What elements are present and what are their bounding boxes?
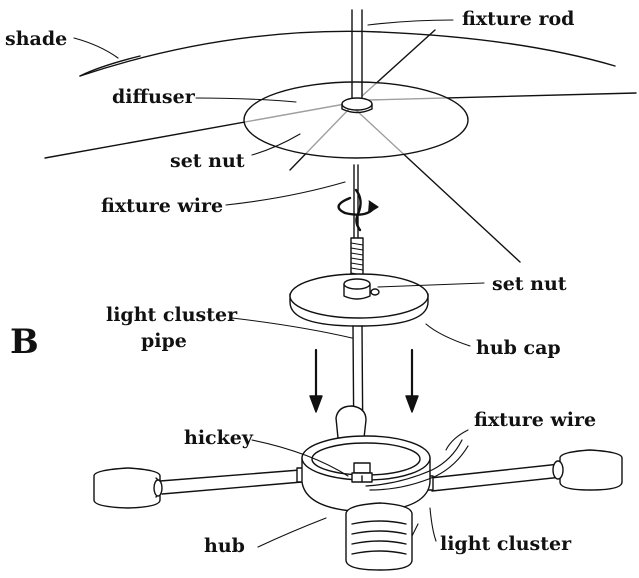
fixture-rod <box>351 9 363 99</box>
upper-set-nut <box>341 97 373 114</box>
panel-letter: B <box>10 322 39 362</box>
rotation-arrow-icon <box>337 188 379 232</box>
down-arrow-right-icon <box>405 348 419 413</box>
right-socket <box>552 449 623 491</box>
label-light-cluster-pipe-line2: pipe <box>141 330 187 352</box>
left-socket <box>93 467 163 509</box>
back-socket <box>335 405 367 439</box>
down-arrow-left-icon <box>309 348 323 413</box>
label-fixture-wire-upper: fixture wire <box>101 195 223 217</box>
hickey <box>351 462 373 483</box>
hub-cap <box>289 273 429 327</box>
label-fixture-wire-lower: fixture wire <box>474 409 596 431</box>
label-hickey: hickey <box>184 427 254 449</box>
right-arm <box>424 463 563 492</box>
leader-lines <box>73 19 485 548</box>
lower-set-nut <box>343 278 380 300</box>
threaded-rod <box>350 237 364 279</box>
label-light-cluster-pipe-line1: light cluster <box>106 304 238 326</box>
shade <box>79 30 616 77</box>
label-shade: shade <box>5 28 67 50</box>
label-diffuser: diffuser <box>112 86 196 108</box>
label-set-nut-lower: set nut <box>492 273 567 295</box>
label-light-cluster: light cluster <box>440 533 572 555</box>
diffuser <box>243 81 469 159</box>
lower-fixture-wire <box>365 439 469 491</box>
label-fixture-rod: fixture rod <box>462 8 574 30</box>
label-set-nut-upper: set nut <box>170 150 245 172</box>
label-hub: hub <box>204 535 245 557</box>
label-hub-cap: hub cap <box>476 337 561 359</box>
left-arm <box>159 467 306 495</box>
front-socket <box>345 502 413 571</box>
